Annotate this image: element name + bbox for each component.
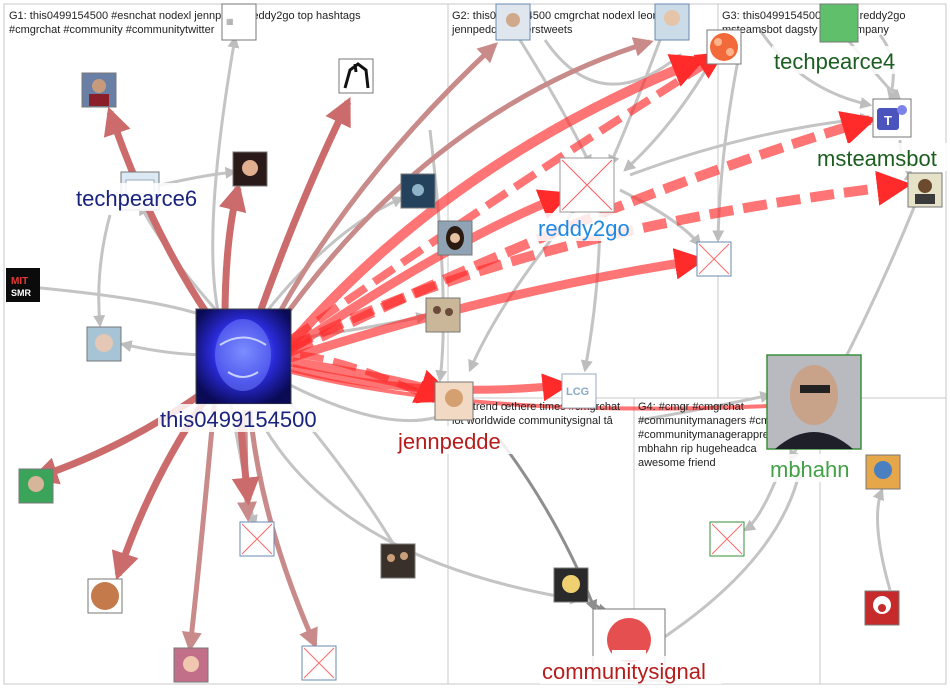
lcg-text: LCG (566, 386, 589, 398)
node-avatar-penny[interactable] (88, 579, 122, 613)
group-label-g3-line2: msteamsbot dagsty boyecompany (722, 24, 889, 36)
label-mbhahn: mbhahn (770, 457, 850, 482)
mit-text: MIT (11, 276, 28, 287)
node-lcg[interactable]: LCG (562, 374, 596, 408)
group-label-g2-line1: G2: this0499154500 cmgrchat nodexl leoni… (452, 10, 689, 22)
group-label-g4-line4: mbhahn rip hugeheadca (638, 443, 758, 455)
label-techpearce4: techpearce4 (774, 49, 895, 74)
node-reddy2go[interactable] (560, 158, 614, 212)
node-avatar-man-speaking[interactable] (82, 73, 116, 107)
node-avatar-leonigroup[interactable] (655, 4, 689, 40)
nodes: T LCG (6, 4, 942, 682)
node-g3-avatar[interactable] (908, 173, 942, 207)
group-label-g4-line1: G4: #cmgr #cmgrchat (638, 401, 744, 413)
group-label-g5-line2: lot worldwide communitysignal tâ (452, 415, 614, 427)
node-broken-2[interactable] (240, 522, 274, 556)
group-borders (4, 4, 946, 684)
node-broken-3[interactable] (302, 646, 336, 680)
node-avatar-dark-hair[interactable] (438, 221, 472, 255)
node-avatar-top-cluster[interactable]: ▦ (222, 4, 256, 40)
node-this0499154500[interactable] (196, 309, 291, 404)
node-avatar-cartoon[interactable] (866, 455, 900, 489)
node-avatar-rider[interactable] (339, 59, 373, 93)
node-avatar-older-man[interactable] (87, 327, 121, 361)
edges-gray (30, 30, 915, 640)
node-avatar-woman-2[interactable] (174, 648, 208, 682)
node-avatar-crowd[interactable] (381, 544, 415, 578)
node-broken-1[interactable] (697, 242, 731, 276)
label-this0499154500: this0499154500 (160, 407, 317, 432)
node-msteamsbot[interactable]: T (873, 99, 911, 137)
group-label-g1-line2: #cmgrchat #community #communitytwitter (9, 24, 215, 36)
node-avatar-porterstweets[interactable] (496, 4, 530, 40)
label-msteamsbot: msteamsbot (817, 146, 937, 171)
group-label-g4-line2: #communitymanagers #cmad (638, 415, 782, 427)
node-broken-4[interactable] (710, 522, 744, 556)
label-jennpedde: jennpedde (397, 429, 501, 454)
node-avatar-woman-1[interactable] (233, 152, 267, 186)
node-avatar-group-photo[interactable] (426, 298, 460, 332)
group-label-g1-line1: G1: this0499154500 #esnchat nodexl jennp… (9, 10, 361, 22)
group-label-g3-line1: G3: this0499154500 nodexl reddy2go (722, 10, 905, 22)
smr-text: SMR (11, 288, 32, 298)
node-avatar-screaming-face[interactable] (865, 591, 899, 625)
svg-text:T: T (884, 113, 892, 128)
node-techpearce4[interactable] (820, 4, 858, 42)
node-avatar-blonde[interactable] (554, 568, 588, 602)
label-communitysignal: communitysignal (542, 659, 706, 684)
node-avatar-woman-green[interactable] (19, 469, 53, 503)
svg-text:▦: ▦ (226, 17, 234, 26)
node-avatar-diver[interactable] (401, 174, 435, 208)
group-label-g4-line5: awesome friend (638, 457, 716, 469)
label-reddy2go: reddy2go (538, 216, 630, 241)
node-avatar-boyecompany[interactable] (707, 30, 741, 64)
label-techpearce6: techpearce6 (76, 186, 197, 211)
node-mbhahn[interactable] (767, 355, 861, 449)
node-jennpedde[interactable] (435, 382, 473, 420)
node-mit-smr[interactable]: MIT SMR (6, 268, 40, 302)
